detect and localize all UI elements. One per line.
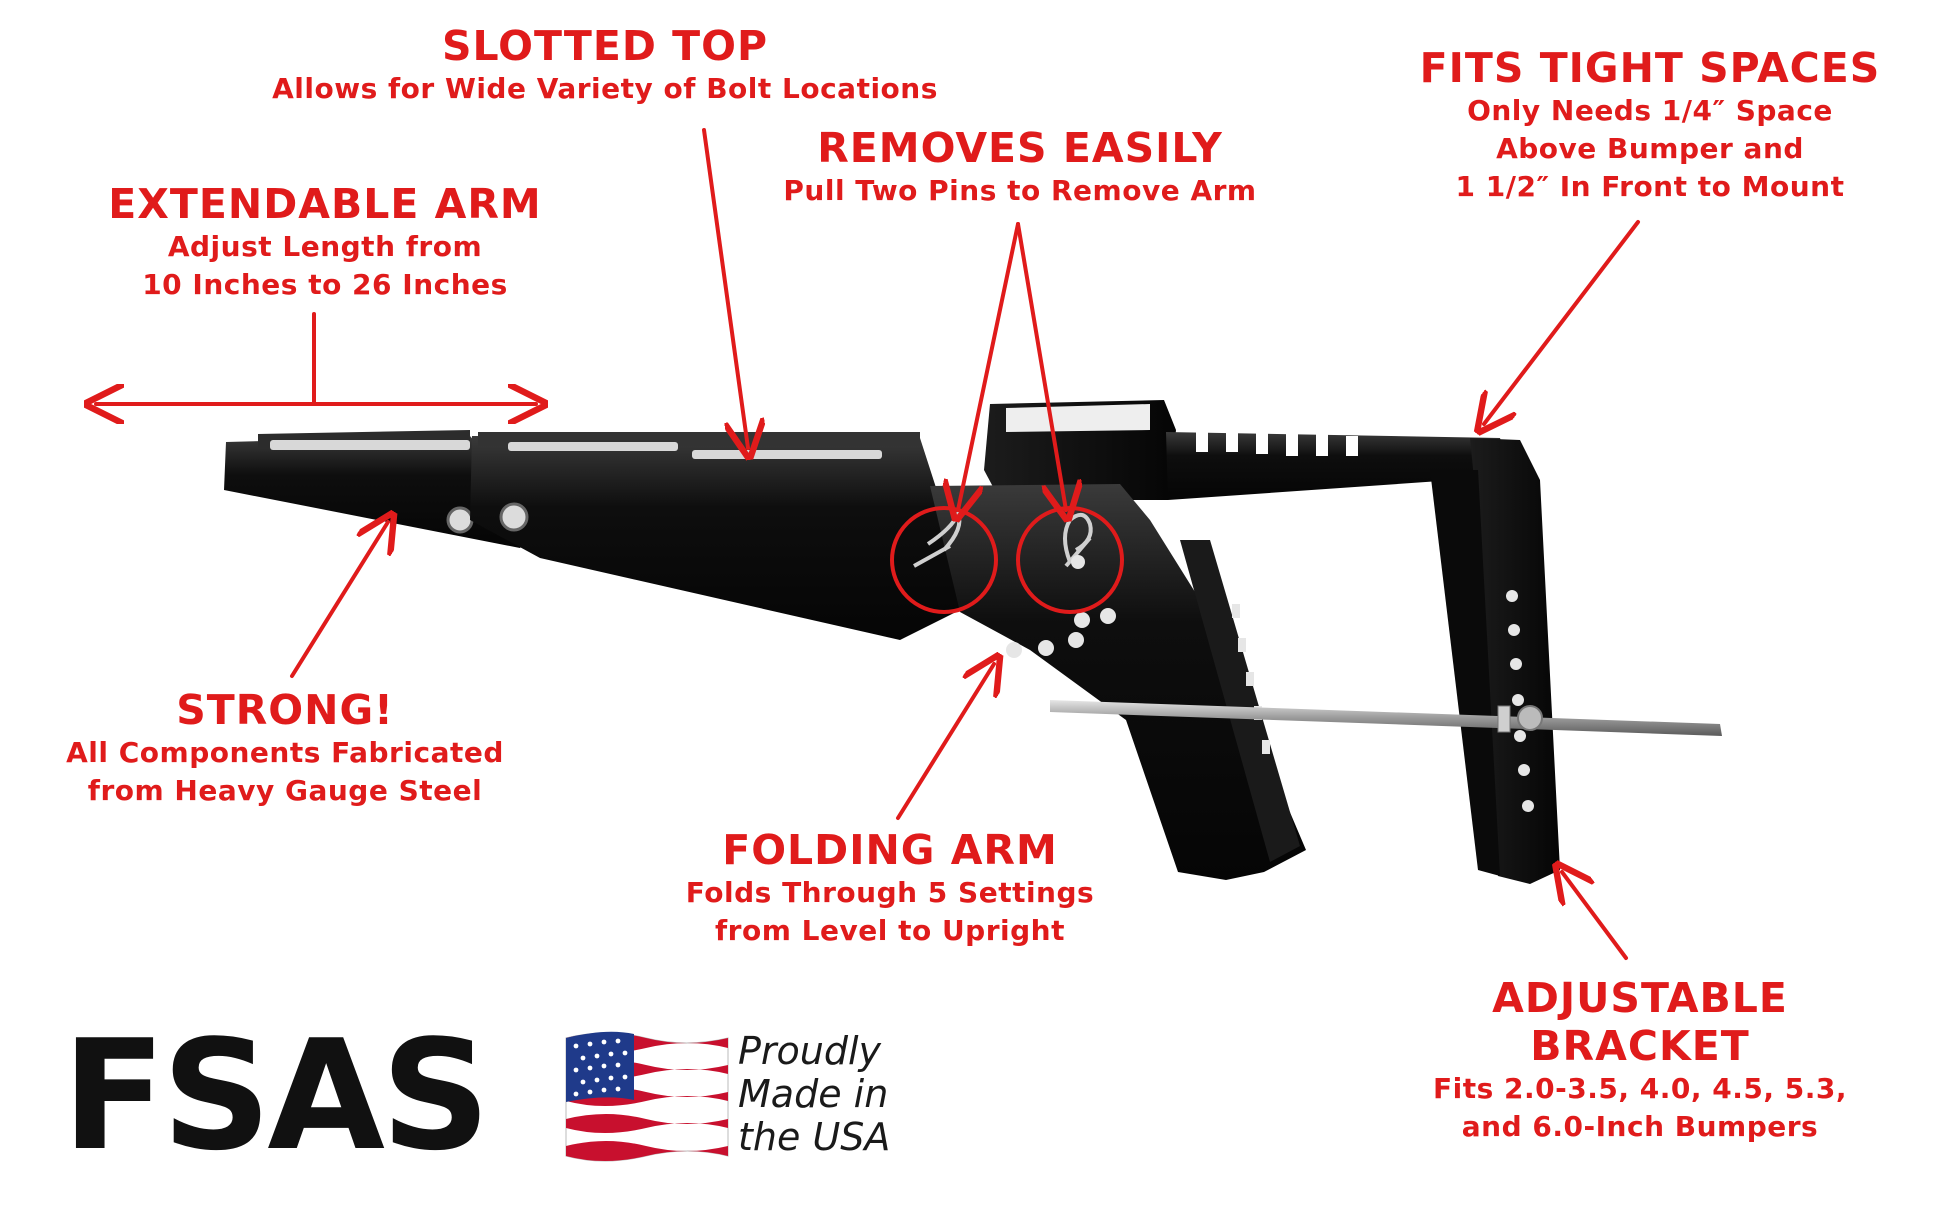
tagline-line: Proudly <box>738 1029 882 1073</box>
adjustable-bracket <box>1430 438 1560 884</box>
callout-line: All Components Fabricated <box>66 736 504 769</box>
callout-title: FOLDING ARM <box>722 826 1058 874</box>
callout-fits-tight-spaces: FITS TIGHT SPACES Only Needs 1/4″ Space … <box>1400 44 1900 206</box>
fits-tight-arrow <box>1484 220 1640 424</box>
callout-strong: STRONG! All Components Fabricated from H… <box>40 686 530 810</box>
outer-arm-tube <box>470 432 960 640</box>
tagline-line: Made in <box>738 1072 889 1116</box>
callout-title: EXTENDABLE ARM <box>108 180 542 228</box>
callout-title: REMOVES EASILY <box>817 124 1223 172</box>
callout-removes-easily: REMOVES EASILY Pull Two Pins to Remove A… <box>740 124 1300 210</box>
callout-extendable-arm: EXTENDABLE ARM Adjust Length from 10 Inc… <box>90 180 560 304</box>
callout-title: STRONG! <box>176 686 394 734</box>
removes-easily-arrow-left <box>958 222 1020 510</box>
callout-title: FITS TIGHT SPACES <box>1419 44 1881 92</box>
callout-line: and 6.0-Inch Bumpers <box>1461 1110 1819 1143</box>
slotted-cross-bar <box>1166 430 1512 500</box>
threaded-rod <box>1050 700 1722 736</box>
callout-line: from Heavy Gauge Steel <box>87 774 483 807</box>
callout-folding-arm: FOLDING ARM Folds Through 5 Settings fro… <box>660 826 1120 950</box>
callout-line: Fits 2.0-3.5, 4.0, 4.5, 5.3, <box>1433 1072 1847 1105</box>
made-in-usa-tagline: Proudly Made in the USA <box>738 1030 890 1159</box>
pin-highlight-left <box>890 506 998 614</box>
us-flag-icon <box>565 1031 729 1162</box>
strong-arrow <box>290 522 388 678</box>
tagline-line: the USA <box>738 1115 891 1159</box>
callout-line: Allows for Wide Variety of Bolt Location… <box>272 72 938 105</box>
slotted-top-arrow <box>702 128 748 448</box>
callout-line: Pull Two Pins to Remove Arm <box>783 174 1257 207</box>
callout-line: from Level to Upright <box>715 914 1065 947</box>
callout-slotted-top: SLOTTED TOP Allows for Wide Variety of B… <box>230 22 980 108</box>
callout-line: Folds Through 5 Settings <box>685 876 1095 909</box>
folding-arm-arrow <box>896 664 994 820</box>
callout-adjustable-bracket: ADJUSTABLE BRACKET Fits 2.0-3.5, 4.0, 4.… <box>1400 974 1880 1146</box>
pin-highlight-right <box>1016 506 1124 614</box>
callout-title: ADJUSTABLE <box>1492 974 1788 1022</box>
callout-line: Adjust Length from <box>167 230 483 263</box>
callout-title: SLOTTED TOP <box>441 22 769 70</box>
callout-title: BRACKET <box>1530 1022 1750 1070</box>
callout-line: 10 Inches to 26 Inches <box>142 268 508 301</box>
callout-line: Only Needs 1/4″ Space <box>1467 94 1833 127</box>
adjustable-bracket-arrow <box>1562 872 1628 960</box>
inner-arm-tube <box>224 430 540 548</box>
removes-easily-arrow-right <box>1016 222 1066 510</box>
brand-logo: FSAS <box>62 1007 490 1184</box>
callout-line: 1 1/2″ In Front to Mount <box>1455 170 1845 203</box>
callout-line: Above Bumper and <box>1496 132 1804 165</box>
